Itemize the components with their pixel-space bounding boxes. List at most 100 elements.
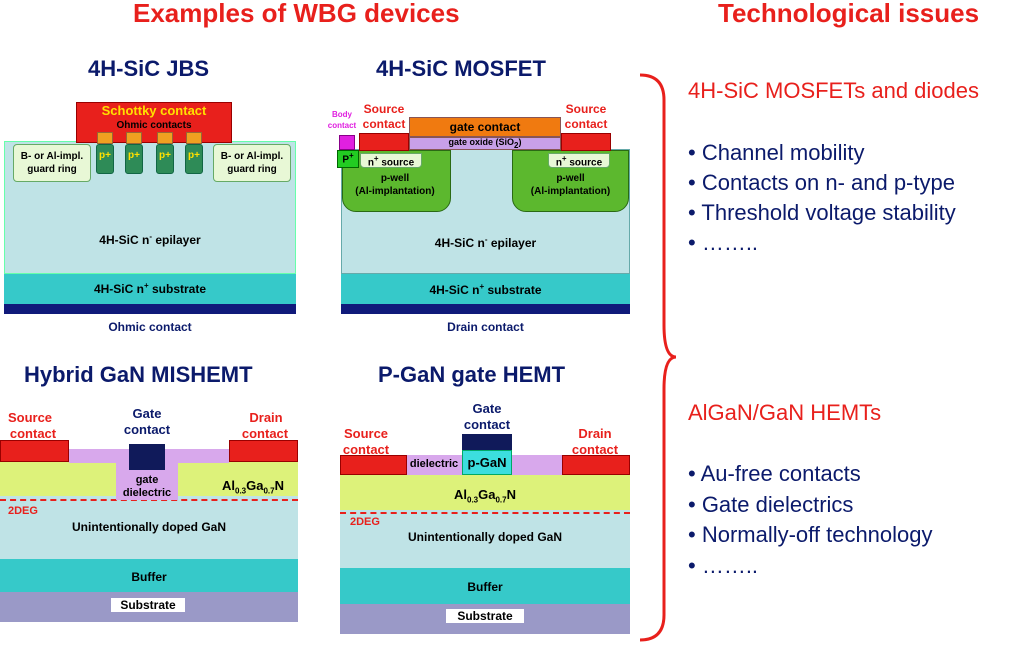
pgan-gan-layer	[340, 510, 630, 568]
pgan-source-label-1: Source	[343, 426, 389, 441]
pgan-drain-contact	[562, 455, 630, 475]
pgan-dielectric-label: dielectric	[409, 458, 459, 470]
mishemt-source-label-1: Source	[7, 410, 53, 425]
jbs-epilayer-label: 4H-SiC n- epilayer	[99, 232, 201, 247]
jbs-guard-left-label-1: B- or Al-impl.	[20, 151, 84, 162]
jbs-ohmic-label: Ohmic contacts	[116, 120, 192, 131]
gan-item: • ……..	[688, 553, 759, 578]
pgan-buffer-label: Buffer	[467, 580, 503, 594]
pgan-gan-label: Unintentionally doped GaN	[407, 530, 562, 544]
mosfet-source-right-label-1: Source	[565, 102, 607, 116]
sic-item: • Threshold voltage stability	[688, 200, 956, 225]
mosfet-pwell-right-label-1: p-well	[556, 173, 585, 184]
sic-item: • ……..	[688, 230, 759, 255]
mosfet-gate-contact-label: gate contact	[449, 120, 521, 134]
jbs-p-plus-region	[156, 144, 174, 174]
mishemt-gate-dielectric-label-1: gate	[135, 474, 159, 486]
jbs-guard-right-label-2: guard ring	[227, 164, 277, 175]
mishemt-gan-label: Unintentionally doped GaN	[71, 520, 226, 534]
mosfet-substrate	[341, 274, 630, 304]
sic-heading: 4H-SiC MOSFETs and diodes	[688, 78, 979, 103]
mosfet-source-contact-right	[561, 133, 611, 151]
mosfet-gate-oxide-label: gate oxide (SiO2)	[448, 137, 522, 150]
jbs-guard-ring-left	[13, 144, 91, 182]
pgan-drain-label-1: Drain	[578, 426, 612, 441]
pgan-2deg-line	[340, 512, 630, 514]
mosfet-bottom-label: Drain contact	[447, 320, 524, 334]
pgan-2deg-label: 2DEG	[350, 516, 380, 528]
jbs-guard-ring-right	[213, 144, 291, 182]
pgan-algan-layer	[340, 475, 630, 510]
mosfet-source-left-label-2: contact	[362, 117, 406, 131]
jbs-ohmic-pad	[186, 132, 202, 144]
mosfet-body-contact	[339, 135, 355, 150]
mishemt-drain-contact	[229, 440, 298, 462]
mosfet-n-source-left-label: n+ source	[367, 154, 415, 169]
gan-heading: AlGaN/GaN HEMTs	[688, 400, 882, 425]
jbs-ohmic-pad	[126, 132, 142, 144]
pgan-drain-label-2: contact	[571, 442, 619, 457]
mosfet-pwell-left-label-2: (Al-implantation)	[355, 186, 435, 197]
left-header: Examples of WBG devices	[133, 0, 460, 28]
pgan-gate-contact	[462, 434, 512, 450]
jbs-substrate	[4, 274, 296, 304]
mishemt-buffer-layer	[0, 559, 298, 592]
jbs-substrate-label: 4H-SiC n+ substrate	[93, 281, 207, 296]
mishemt-gan-layer	[0, 496, 298, 559]
pgan-pgan-label: p-GaN	[467, 455, 507, 470]
jbs-title: 4H-SiC JBS	[88, 56, 210, 81]
sic-item: • Contacts on n- and p-type	[688, 170, 955, 195]
mishemt-algan-label: Al0.3Ga0.7N	[222, 478, 284, 496]
pgan-buffer-layer	[340, 568, 630, 604]
pgan-algan-label: Al0.3Ga0.7N	[454, 487, 516, 505]
mosfet-gate-oxide	[409, 137, 561, 150]
mosfet-p-plus	[337, 150, 359, 168]
pgan-gate-label-1: Gate	[472, 401, 502, 416]
jbs-guard-right-label-1: B- or Al-impl.	[220, 151, 284, 162]
mishemt-gate-contact	[129, 444, 165, 470]
mishemt-title: Hybrid GaN MISHEMT	[24, 362, 253, 387]
pgan-title: P-GaN gate HEMT	[378, 362, 566, 387]
jbs-bottom-label: Ohmic contact	[108, 320, 192, 334]
jbs-p-plus-label: p+	[188, 150, 200, 161]
jbs-p-plus-region	[96, 144, 114, 174]
right-header: Technological issues	[718, 0, 980, 28]
mosfet-source-left-label-1: Source	[363, 102, 405, 116]
curly-brace	[639, 73, 677, 642]
jbs-p-plus-region	[125, 144, 143, 174]
mosfet-n-source-right-label: n+ source	[555, 154, 603, 169]
mosfet-title: 4H-SiC MOSFET	[376, 56, 546, 81]
mosfet-substrate-label: 4H-SiC n+ substrate	[429, 282, 542, 297]
jbs-p-plus-region	[185, 144, 203, 174]
jbs-p-plus-label: p+	[128, 150, 140, 161]
gan-item: • Au-free contacts	[688, 461, 861, 486]
mosfet-epilayer-label: 4H-SiC n- epilayer	[434, 235, 537, 250]
mishemt-2deg-line	[0, 499, 298, 501]
mosfet-drain-metal	[341, 304, 630, 314]
mishemt-2deg-label: 2DEG	[8, 505, 38, 517]
mishemt-substrate-label: Substrate	[111, 598, 185, 612]
pgan-pgan-region	[462, 450, 512, 475]
jbs-schottky-label: Schottky contact	[101, 103, 207, 118]
gan-item: • Gate dielectrics	[688, 492, 854, 517]
mosfet-pwell-left-label-1: p-well	[380, 173, 410, 184]
mosfet-p-plus-label: P+	[342, 151, 354, 166]
gan-item: • Normally-off technology	[688, 522, 933, 547]
jbs-guard-left-label-2: guard ring	[27, 164, 77, 175]
mishemt-gate-label-2: contact	[123, 422, 171, 437]
sic-item: • Channel mobility	[688, 140, 865, 165]
jbs-ohmic-pad	[97, 132, 113, 144]
jbs-bottom-metal	[4, 304, 296, 314]
mishemt-source-label-2: contact	[9, 426, 57, 441]
mosfet-body-label-1: Body	[332, 110, 352, 119]
mosfet-gate-contact	[409, 117, 561, 137]
pgan-substrate-label: Substrate	[446, 609, 524, 623]
mosfet-body-label-2: contact	[327, 121, 357, 130]
pgan-source-label-2: contact	[342, 442, 390, 457]
pgan-gate-label-2: contact	[463, 417, 511, 432]
jbs-ohmic-pad	[157, 132, 173, 144]
mishemt-drain-label-1: Drain	[249, 410, 283, 425]
mishemt-drain-label-2: contact	[241, 426, 289, 441]
mishemt-source-contact	[0, 440, 69, 462]
mishemt-buffer-label: Buffer	[131, 570, 167, 584]
